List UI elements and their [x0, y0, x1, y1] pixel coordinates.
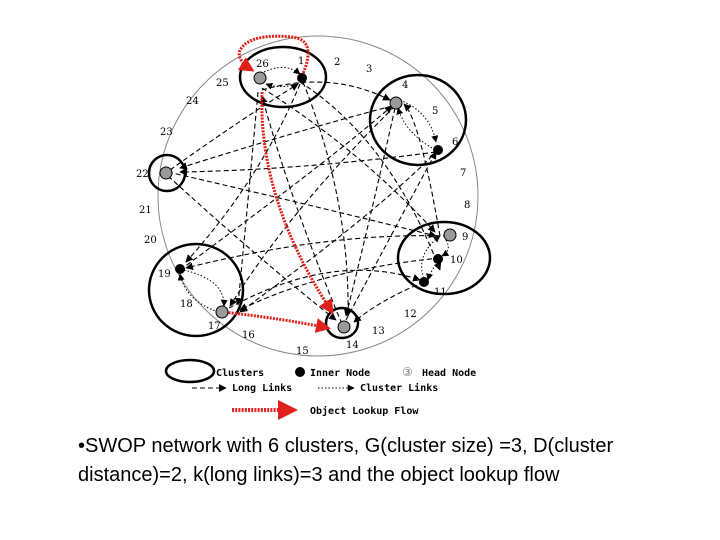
long-link	[185, 83, 301, 263]
node-label: 25	[216, 78, 229, 89]
cluster-link	[263, 67, 301, 75]
long-link	[403, 103, 441, 237]
cluster-link	[396, 107, 433, 149]
inner-nodes	[175, 73, 443, 287]
long-link	[221, 269, 421, 313]
cluster-top-right	[368, 73, 468, 167]
long-link	[167, 171, 437, 239]
long-link	[345, 151, 437, 321]
long-link	[302, 81, 352, 317]
long-link	[239, 149, 439, 313]
legend-clusters-label: Clusters	[216, 368, 264, 379]
legend-cluster-links-label: Cluster Links	[360, 382, 438, 394]
head-node-22	[159, 166, 173, 180]
long-link	[239, 257, 441, 311]
long-link	[169, 83, 299, 171]
head-node-14	[337, 320, 351, 334]
node-label: 15	[296, 346, 309, 357]
head-node-9	[443, 228, 457, 242]
legend-inner-node-label: Inner Node	[310, 368, 370, 379]
node-label: 20	[144, 235, 157, 246]
cluster-link	[426, 261, 439, 281]
ring-circle	[157, 35, 479, 357]
node-label: 9	[462, 232, 468, 243]
cluster-top	[238, 45, 328, 109]
long-link	[299, 81, 442, 271]
long-link	[343, 107, 396, 317]
caption-text: SWOP network with 6 clusters, G(cluster …	[78, 435, 614, 486]
node-label: 22	[136, 169, 149, 180]
node-label: 1	[298, 56, 304, 67]
inner-node-10	[433, 254, 443, 264]
legend: Clusters Inner Node ③ Head Node Long Lin…	[164, 358, 476, 420]
cluster-links	[177, 67, 450, 313]
lookup-flow-path-1	[237, 34, 310, 77]
caption: •SWOP network with 6 clusters, G(cluster…	[78, 432, 698, 490]
cluster-bottom-left	[147, 242, 245, 338]
node-label: 4	[402, 80, 408, 91]
long-links	[167, 81, 449, 325]
node-label: 10	[450, 255, 463, 266]
node-label: 13	[372, 326, 385, 337]
inner-node-1	[297, 73, 307, 83]
legend-inner-node-swatch	[295, 367, 305, 377]
long-link	[229, 105, 396, 307]
node-label: 2	[334, 57, 340, 68]
node-label: 3	[366, 64, 372, 75]
node-label: 16	[242, 330, 255, 341]
lookup-flow-path-3	[221, 310, 331, 333]
lookup-flow-path-2	[260, 91, 334, 315]
clusters	[147, 45, 492, 340]
legend-head-node-icon: ③	[402, 365, 413, 379]
lookup-flow	[221, 34, 334, 333]
node-label: 14	[346, 340, 359, 351]
head-node-26	[253, 71, 267, 85]
node-label: 24	[186, 96, 199, 107]
node-label: 8	[464, 200, 470, 211]
swop-network-diagram: 1 2 3 4 5 6 7 8 9 10 11 12 13 14 15 16 1…	[136, 34, 492, 420]
node-label: 11	[434, 287, 447, 298]
inner-node-6	[433, 145, 443, 155]
cluster-link	[421, 235, 441, 279]
node-label: 6	[452, 137, 458, 148]
node-labels: 1 2 3 4 5 6 7 8 9 10 11 12 13 14 15 16 1…	[136, 56, 470, 357]
node-label: 5	[432, 106, 438, 117]
node-label: 17	[208, 321, 221, 332]
long-link	[185, 235, 449, 271]
node-label: 12	[404, 309, 417, 320]
node-label: 21	[139, 205, 152, 216]
head-node-17	[215, 305, 229, 319]
node-label: 19	[158, 269, 171, 280]
cluster-link	[399, 99, 439, 143]
node-label: 26	[256, 59, 269, 70]
node-label: 23	[160, 127, 173, 138]
inner-node-11	[419, 277, 429, 287]
long-link	[179, 151, 437, 176]
long-link	[234, 91, 259, 306]
cluster-right	[396, 220, 492, 296]
caption-bullet: •	[78, 435, 86, 457]
long-link	[261, 81, 391, 101]
legend-head-node-label: Head Node	[422, 368, 476, 379]
inner-node-19	[175, 264, 185, 274]
long-link	[353, 281, 425, 323]
long-link	[260, 95, 343, 325]
legend-cluster-swatch	[164, 358, 216, 384]
node-label: 7	[460, 168, 466, 179]
head-node-4	[389, 96, 403, 110]
long-link	[167, 175, 337, 321]
long-link	[261, 87, 436, 233]
long-link	[179, 105, 393, 170]
legend-lookup-flow-label: Object Lookup Flow	[310, 405, 419, 417]
cluster-link	[441, 239, 450, 257]
node-label: 18	[180, 299, 193, 310]
head-nodes	[159, 71, 457, 334]
legend-long-links-label: Long Links	[232, 382, 292, 394]
